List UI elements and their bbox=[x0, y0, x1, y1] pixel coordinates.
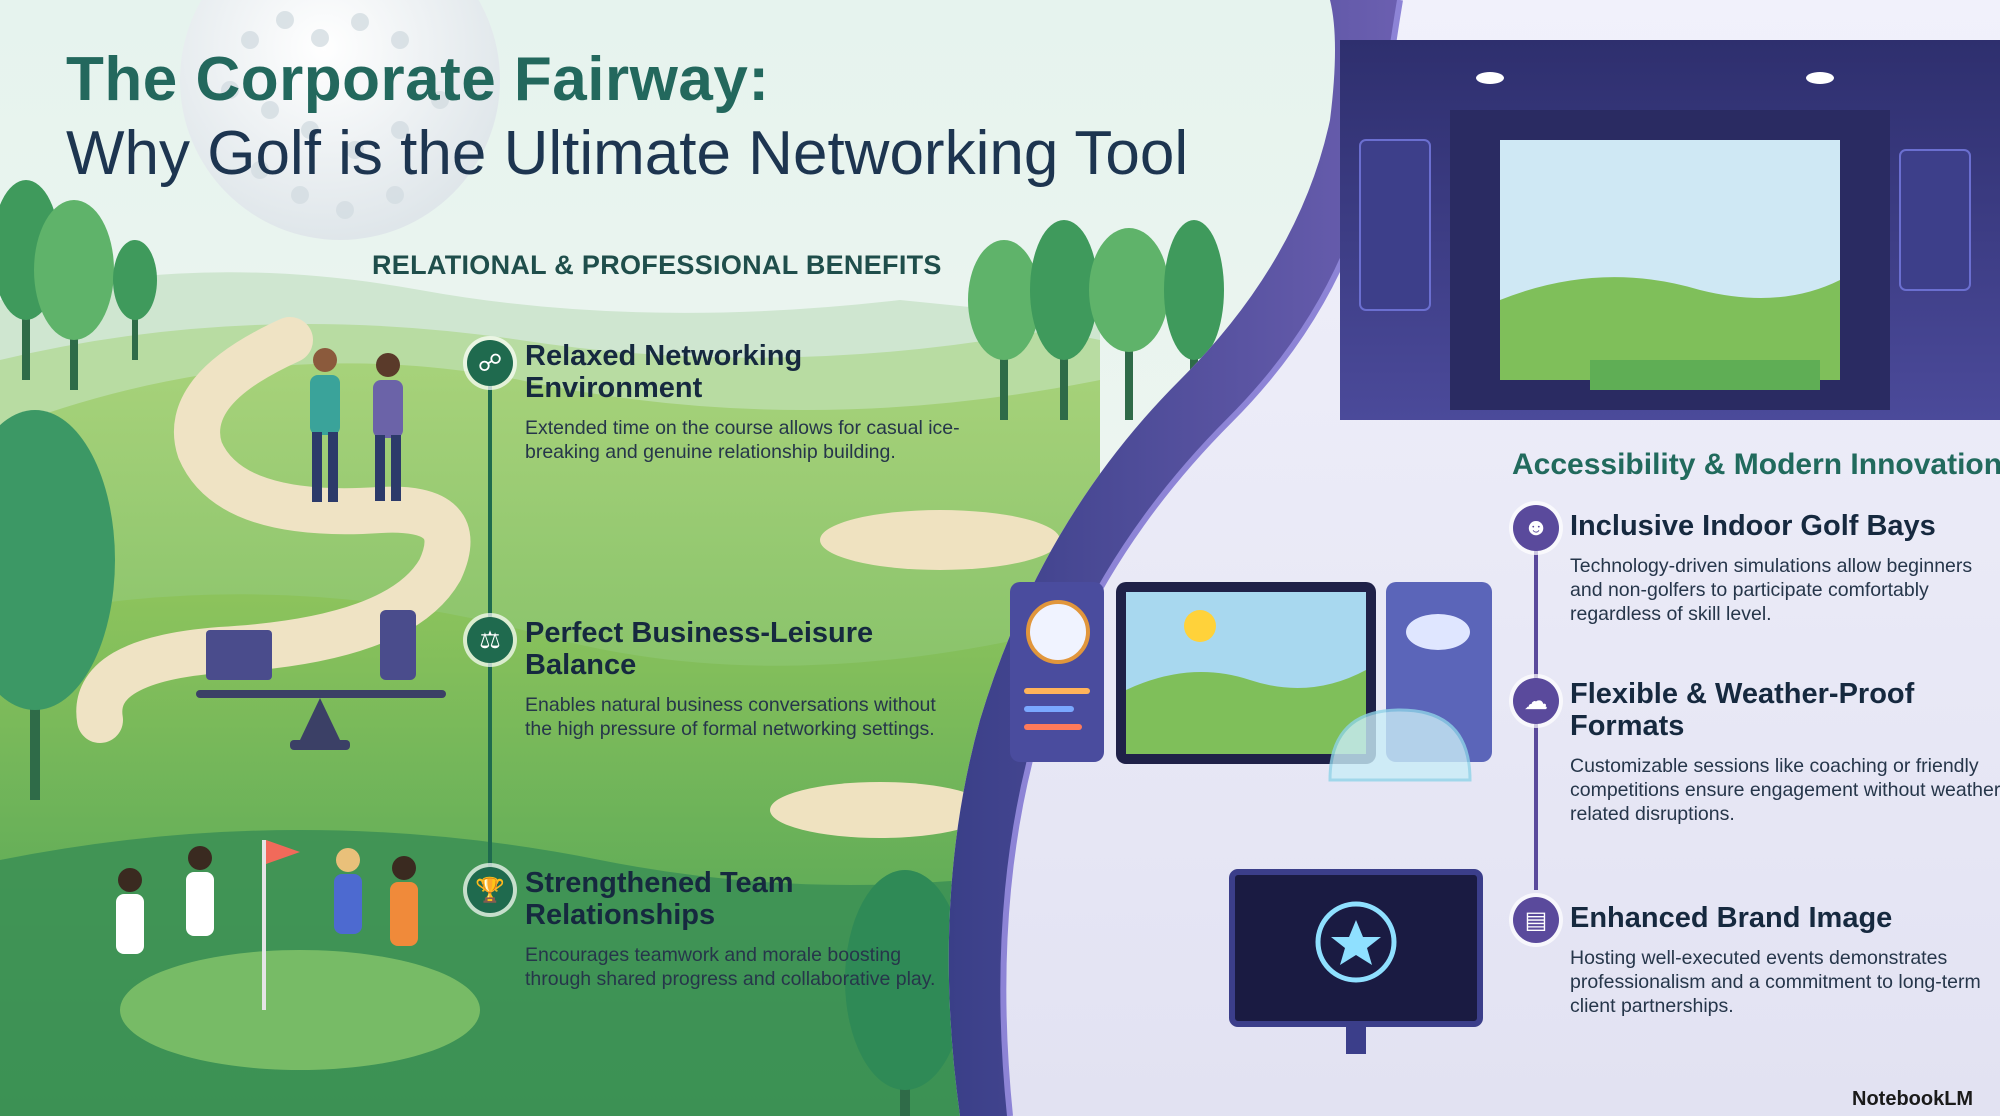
innovation-title: Enhanced Brand Image bbox=[1570, 902, 1893, 934]
weather-panels bbox=[1010, 582, 1492, 782]
balance-scale-illustration bbox=[196, 610, 446, 750]
right-section-heading: Accessibility & Modern Innovation bbox=[1512, 448, 2000, 481]
innovation-title: Inclusive Indoor Golf Bays bbox=[1570, 510, 1936, 542]
trophy-icon: 🏆 bbox=[467, 867, 513, 913]
benefit-title: Relaxed Networking Environment bbox=[525, 340, 803, 404]
brand-screen bbox=[1229, 869, 1483, 1054]
innovation-item: Inclusive Indoor Golf Bays Technology-dr… bbox=[1570, 510, 2000, 626]
cloud-rain-icon: ☁ bbox=[1513, 678, 1559, 724]
innovation-item: Flexible & Weather-Proof Formats Customi… bbox=[1570, 678, 2000, 826]
benefit-text: Enables natural business conversations w… bbox=[525, 694, 936, 740]
benefit-title: Perfect Business-Leisure Balance bbox=[525, 617, 874, 681]
indoor-golf-bay bbox=[1340, 40, 2000, 420]
page-title-line2: Why Golf is the Ultimate Networking Tool bbox=[66, 119, 1189, 188]
team-around-flag bbox=[116, 840, 480, 1070]
notebooklm-brand: NotebookLM bbox=[1852, 1088, 1974, 1110]
golf-ball-icon bbox=[180, 0, 500, 240]
benefit-title: Strengthened Team Relationships bbox=[525, 867, 794, 931]
page-title-line1: The Corporate Fairway: bbox=[66, 45, 770, 114]
left-section-heading: RELATIONAL & PROFESSIONAL BENEFITS bbox=[372, 250, 942, 280]
innovation-item: Enhanced Brand Image Hosting well-execut… bbox=[1570, 902, 2000, 1018]
benefit-text: Extended time on the course allows for c… bbox=[525, 417, 960, 463]
innovation-text: Technology-driven simulations allow begi… bbox=[1570, 555, 1973, 625]
innovation-text: Customizable sessions like coaching or f… bbox=[1570, 755, 2000, 825]
benefit-text: Encourages teamwork and morale boosting … bbox=[525, 944, 936, 990]
networking-people bbox=[310, 348, 403, 502]
innovation-title: Flexible & Weather-Proof Formats bbox=[1570, 678, 1915, 742]
tree-cluster-center bbox=[968, 220, 1224, 420]
innovation-text: Hosting well-executed events demonstrate… bbox=[1570, 947, 1981, 1017]
benefit-item: Perfect Business-Leisure Balance Enables… bbox=[525, 617, 965, 741]
handshake-icon: ☍ bbox=[467, 340, 513, 386]
id-card-icon: ▤ bbox=[1513, 897, 1559, 943]
people-group-icon: ☻ bbox=[1513, 505, 1559, 551]
benefit-item: Strengthened Team Relationships Encourag… bbox=[525, 867, 965, 991]
benefit-item: Relaxed Networking Environment Extended … bbox=[525, 340, 965, 464]
tree-cluster-left bbox=[0, 180, 157, 800]
scale-icon: ⚖ bbox=[467, 617, 513, 663]
